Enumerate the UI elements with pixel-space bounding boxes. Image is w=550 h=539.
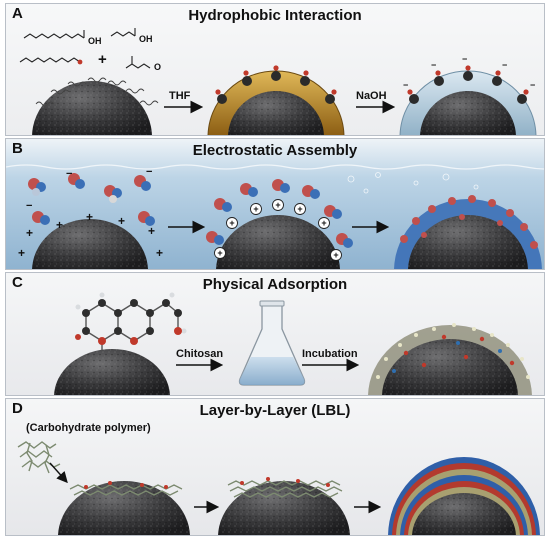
nanoparticle-d1 — [58, 481, 190, 535]
panel-d-illustration: (Carbohydrate polymer) — [17, 422, 540, 535]
fatty-acid-structures — [19, 28, 151, 69]
nanoparticle-2-amber-shell — [207, 70, 345, 135]
circled-plus-1: + — [229, 218, 234, 228]
carbohydrate-polymer-tangle — [17, 441, 61, 474]
positive-charges-b1: + + + + + + + — [18, 210, 163, 260]
minus-b1-3: − — [26, 200, 32, 212]
carboxyl-heads-a2 — [215, 65, 337, 104]
drug-molecule — [85, 302, 179, 357]
charge-1: − — [403, 80, 408, 90]
circled-charges-b2: + + + + + + + — [214, 199, 342, 261]
arrow-label-thf: THF — [169, 90, 191, 102]
nanoparticle-d2 — [218, 481, 350, 535]
nanoparticle-1 — [32, 81, 152, 135]
arrow-label-chitosan: Chitosan — [176, 348, 223, 360]
chem-o: O — [154, 62, 161, 72]
erlenmeyer-flask — [238, 300, 306, 386]
polymer-red-nodes-d1 — [84, 481, 168, 489]
charge-2: − — [431, 60, 436, 70]
panel-b-illustration: + + + + + + + − − − — [6, 164, 544, 269]
panel-c-letter: C — [12, 274, 23, 291]
negative-charges-a3: − − − − − — [403, 54, 535, 90]
panel-a-illustration: OH OH O + THF — [19, 28, 537, 135]
circled-plus-4: + — [297, 204, 302, 214]
plus-b1-7: + — [156, 246, 163, 260]
circled-plus-2: + — [253, 204, 258, 214]
charge-5: − — [530, 80, 535, 90]
minus-b1-2: − — [146, 166, 152, 178]
free-proteins-b1 — [28, 173, 155, 226]
nanoparticle-b1 — [32, 219, 148, 269]
alkene-chain — [19, 57, 81, 63]
corona-red-clusters — [400, 195, 538, 249]
panel-layer-by-layer: (Carbohydrate polymer) — [5, 398, 545, 536]
circled-plus-3: + — [275, 200, 280, 210]
arrow-polymer-to-particle — [49, 462, 68, 484]
adsorbed-molecules — [376, 323, 530, 379]
nanoparticle-d3-multilayer — [388, 457, 540, 535]
nanoparticle-b3-protein-corona — [394, 199, 542, 269]
charge-3: − — [462, 54, 467, 64]
carboxylate-heads-a3 — [407, 65, 529, 104]
molecule-atoms — [75, 292, 187, 361]
panel-electrostatic-assembly: + + + + + + + − − − — [5, 138, 545, 270]
charge-4: − — [502, 60, 507, 70]
panel-c-illustration: Chitosan Incubation — [54, 292, 532, 395]
nanoparticle-c1 — [54, 349, 170, 395]
water-surface — [6, 164, 544, 170]
polymer-red-nodes-d2 — [240, 477, 330, 487]
arrow-label-incubation: Incubation — [302, 348, 358, 360]
double-bond-marker — [77, 59, 83, 65]
plus-b1-2: + — [56, 218, 63, 232]
panel-a-title: Hydrophobic Interaction — [188, 7, 362, 24]
arrow-label-naoh: NaOH — [356, 90, 387, 102]
negative-charges-b1: − − − — [26, 166, 152, 212]
bubbles — [347, 172, 479, 194]
nanoparticle-3-ionized-shell — [399, 70, 537, 135]
polymer-label: (Carbohydrate polymer) — [26, 422, 151, 434]
nanoparticle-c2-adsorbed — [368, 325, 532, 395]
panel-b-title: Electrostatic Assembly — [192, 142, 358, 159]
acrylate-structure — [125, 63, 151, 69]
polymer-layer-d1 — [69, 484, 183, 496]
nanoparticle-b2 — [216, 215, 340, 269]
chem-oh-1: OH — [88, 36, 102, 46]
hydrophobic-chains — [35, 77, 159, 107]
circled-plus-6: + — [217, 248, 222, 258]
minus-b1-1: − — [66, 168, 72, 180]
circled-plus-7: + — [333, 250, 338, 260]
chem-oh-2: OH — [139, 34, 153, 44]
panel-d-title: Layer-by-Layer (LBL) — [199, 402, 351, 419]
panel-c-title: Physical Adsorption — [202, 276, 348, 293]
panel-hydrophobic-interaction: OH OH O + THF — [5, 3, 545, 136]
plus-sign: + — [98, 51, 107, 68]
plus-b1-5: + — [148, 224, 155, 238]
panel-physical-adsorption: Chitosan Incubation — [5, 272, 545, 396]
plus-b1-1: + — [26, 226, 33, 240]
long-chain-acid — [23, 33, 85, 39]
polymer-layer-d2 — [227, 480, 343, 498]
panel-b-letter: B — [12, 140, 23, 157]
plus-b1-3: + — [86, 210, 93, 224]
plus-b1-4: + — [118, 214, 125, 228]
plus-b1-6: + — [18, 246, 25, 260]
panel-a-letter: A — [12, 5, 23, 22]
short-chain-acid — [110, 31, 136, 37]
panel-d-letter: D — [12, 400, 23, 417]
circled-plus-5: + — [321, 218, 326, 228]
bound-proteins-b2 — [206, 179, 353, 248]
